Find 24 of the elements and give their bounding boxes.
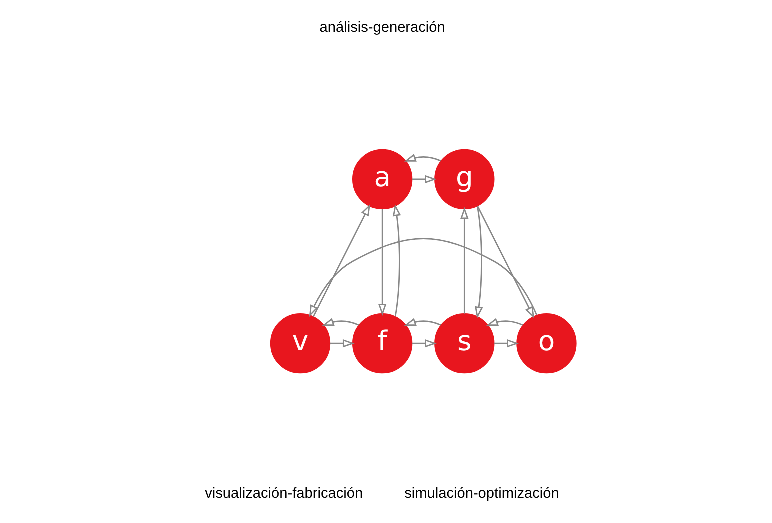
- label: análisis-generación: [320, 20, 446, 36]
- node-circle: g: [434, 149, 495, 210]
- arrow: [494, 339, 519, 348]
- arrow: [309, 238, 538, 318]
- label: visualización-fabricación: [205, 486, 364, 502]
- arrow: [322, 318, 360, 326]
- node-circle: o: [516, 313, 577, 374]
- arrow: [486, 318, 524, 326]
- arrow: [412, 339, 437, 348]
- arrow: [330, 339, 355, 348]
- node-circle: v: [270, 313, 331, 374]
- arrow: [404, 154, 442, 162]
- arrow: [378, 209, 387, 316]
- arrow: [475, 206, 484, 319]
- arrow: [392, 204, 402, 317]
- node-circle: f: [352, 313, 413, 374]
- arrow: [312, 204, 371, 318]
- arrow: [412, 175, 437, 184]
- arrow: [404, 318, 442, 326]
- node-circle: s: [434, 313, 495, 374]
- label: simulación-optimización: [404, 486, 560, 502]
- arrow: [460, 207, 469, 314]
- arrow: [477, 206, 535, 319]
- node-circle: a: [352, 149, 413, 210]
